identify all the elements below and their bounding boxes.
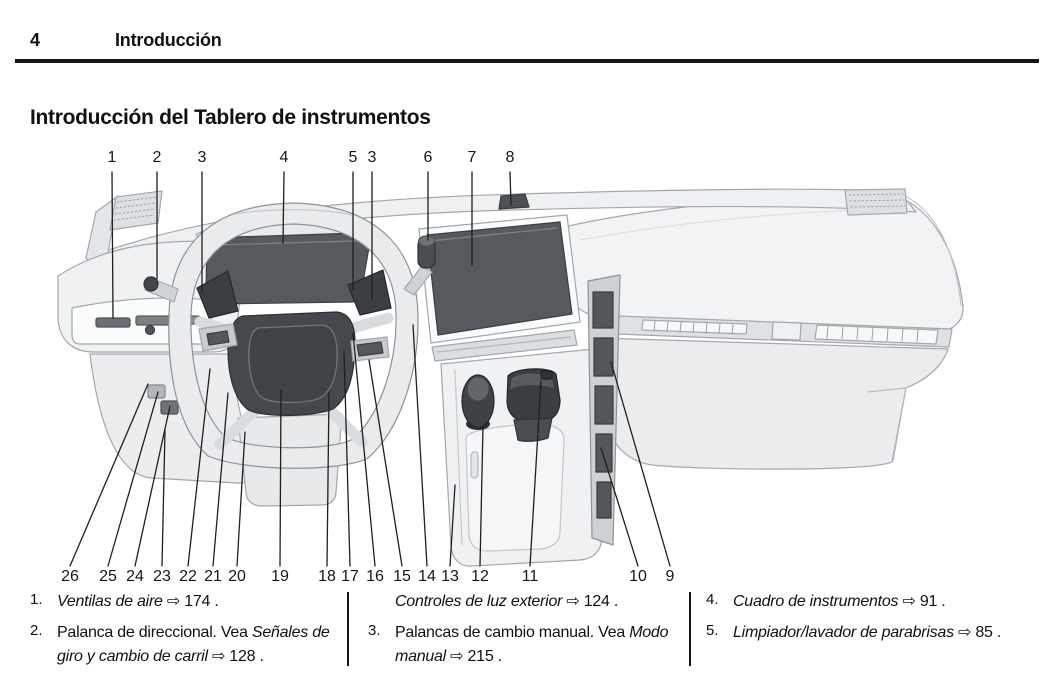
legend-item-number: 2. [30,622,43,639]
legend-item-text: Palanca de direccional. Vea Señales de g… [57,624,330,665]
legend-divider [689,592,691,666]
legend-item: 3. Palancas de cambio manual. Vea Modo m… [368,621,676,669]
callout-number: 8 [505,149,515,166]
turn-signal-stalk [143,276,179,303]
callout-number: 3 [367,149,377,166]
callout-number: 3 [197,149,207,166]
legend-item: Controles de luz exterior ⇨ 124 . [368,590,676,614]
callout-number: 9 [665,568,675,585]
infotainment-screen [418,214,581,362]
callout-number: 2 [152,149,162,166]
left-speaker-grille [109,190,163,231]
callout-number: 24 [126,568,144,585]
legend-column-3: 4. Cuadro de instrumentos ⇨ 91 . 5. Limp… [706,590,1042,652]
legend-divider [347,592,349,666]
callout-number: 23 [153,568,171,585]
callout-number: 4 [279,149,289,166]
section-header: Introducción [115,30,222,50]
legend-item: 1. Ventilas de aire ⇨ 174 . [30,590,338,614]
passenger-vent-trim [615,315,953,348]
callout-number: 13 [441,568,459,585]
legend-item-text: Limpiador/lavador de parabrisas ⇨ 85 . [733,624,1002,641]
legend-item: 4. Cuadro de instrumentos ⇨ 91 . [706,590,1042,614]
exterior-light-control-knob [461,374,495,430]
legend-column-2: Controles de luz exterior ⇨ 124 . 3. Pal… [368,590,676,676]
callout-number: 16 [366,568,384,585]
steering-wheel-hub [227,311,356,416]
header-rule [15,59,1039,63]
callout-number: 17 [341,568,359,585]
callout-number: 10 [629,568,647,585]
passenger-dash-lower-panel [599,337,949,470]
center-vent-strip [587,274,621,546]
legend-item-number: 3. [368,622,381,639]
callout-number: 26 [61,568,79,585]
callout-number: 19 [271,568,289,585]
paddle-shifter-left [196,270,239,319]
callout-number: 11 [521,568,539,585]
leader-lines [69,171,671,567]
legend-item-number: 1. [30,591,43,608]
wiper-stalk [403,235,436,296]
legend-item: 5. Limpiador/lavador de parabrisas ⇨ 85 … [706,621,1042,645]
legend-item-number: 4. [706,591,719,608]
steering-wheel-button-pod-left [198,323,238,352]
legend-item-number [368,590,395,614]
legend-item: 2. Palanca de direccional. Vea Señales d… [30,621,338,669]
page-number: 4 [30,30,40,50]
callout-number: 5 [348,149,358,166]
shifter-knob [506,368,561,442]
callout-number: 20 [228,568,246,585]
callout-number: 18 [318,568,336,585]
page-title: Introducción del Tablero de instrumentos [30,106,431,129]
paddle-shifter-right [347,269,392,316]
legend-item-text: Ventilas de aire ⇨ 174 . [57,593,219,610]
legend-item-text: Controles de luz exterior ⇨ 124 . [395,593,619,610]
callout-number: 6 [423,149,433,166]
callout-number: 22 [179,568,197,585]
callout-number: 14 [418,568,436,585]
callout-number: 21 [204,568,222,585]
callout-number: 1 [107,149,117,166]
callout-number: 25 [99,568,117,585]
callout-number: 7 [467,149,477,166]
legend-column-1: 1. Ventilas de aire ⇨ 174 . 2. Palanca d… [30,590,338,676]
legend-item-text: Palancas de cambio manual. Vea Modo manu… [395,624,669,665]
steering-wheel-button-pod-right [350,336,390,362]
dash-top-sensor [498,193,530,210]
legend-item-number: 5. [706,622,719,639]
callout-number: 12 [471,568,489,585]
callout-number: 15 [393,568,411,585]
legend-item-text: Cuadro de instrumentos ⇨ 91 . [733,593,946,610]
right-speaker-grille [844,188,908,216]
